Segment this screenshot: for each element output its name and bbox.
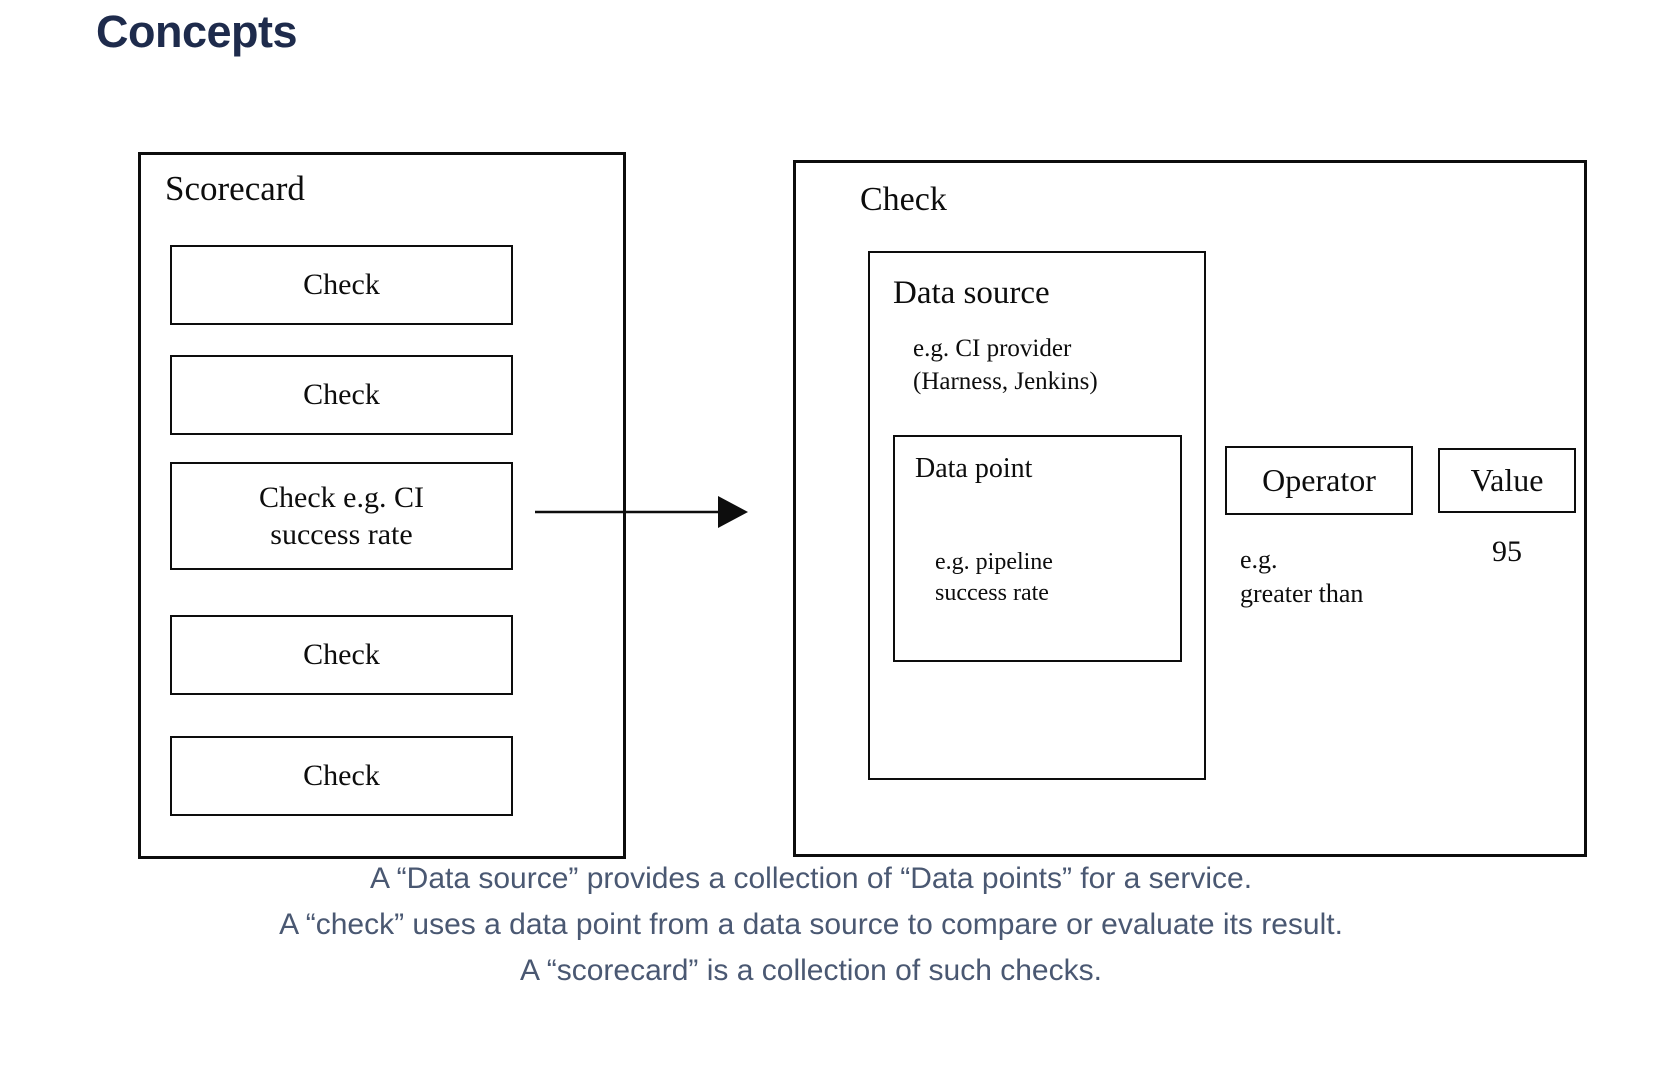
check-detail-label: Check <box>860 181 947 218</box>
caption: A “Data source” provides a collection of… <box>0 856 1622 994</box>
caption-line-3: A “scorecard” is a collection of such ch… <box>520 954 1102 987</box>
operator-example: e.g. greater than <box>1240 545 1364 608</box>
caption-line-2: A “check” uses a data point from a data … <box>279 908 1343 941</box>
check-item-2: Check <box>170 355 513 435</box>
right-arrow-icon <box>535 496 748 528</box>
value-box: Value <box>1438 448 1576 513</box>
operator-box: Operator <box>1225 446 1413 515</box>
page-title: Concepts <box>96 6 298 57</box>
check-item-5: Check <box>170 736 513 816</box>
data-point-example: e.g. pipeline success rate <box>935 549 1053 607</box>
data-source-label: Data source <box>893 275 1050 311</box>
data-source-example: e.g. CI provider (Harness, Jenkins) <box>913 335 1098 395</box>
value-example: 95 <box>1492 535 1522 568</box>
data-point-label: Data point <box>915 453 1033 484</box>
check-detail-box: Check Data source e.g. CI provider (Harn… <box>793 160 1587 857</box>
check-item-1: Check <box>170 245 513 325</box>
data-point-box: Data point e.g. pipeline success rate <box>893 435 1182 662</box>
caption-line-1: A “Data source” provides a collection of… <box>369 862 1253 895</box>
scorecard-label: Scorecard <box>165 169 305 208</box>
scorecard-box: Scorecard Check Check Check e.g. CI succ… <box>138 152 626 859</box>
check-item-4: Check <box>170 615 513 695</box>
data-source-box: Data source e.g. CI provider (Harness, J… <box>868 251 1206 780</box>
check-item-3: Check e.g. CI success rate <box>170 462 513 570</box>
